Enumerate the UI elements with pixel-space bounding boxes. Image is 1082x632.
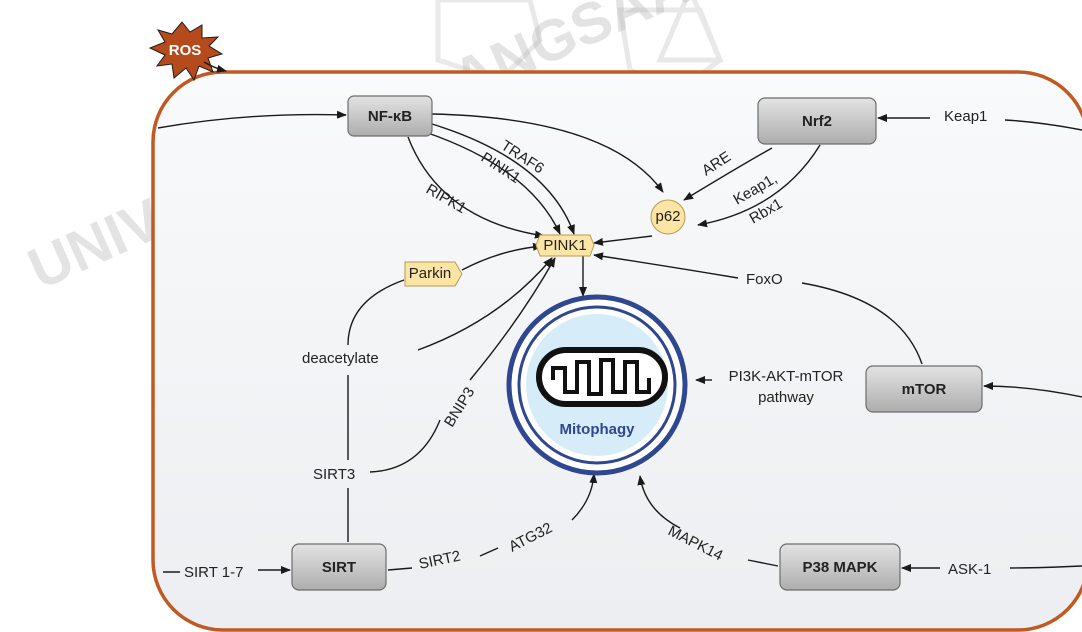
mitophagy-label: Mitophagy: [560, 421, 636, 438]
label-pi3k-line1: PI3K-AKT-mTOR: [729, 368, 844, 385]
node-nfkb: NF-κB: [348, 96, 432, 136]
parkin-label: Parkin: [409, 265, 452, 282]
label-keap1-outer: Keap1: [944, 108, 987, 125]
label-pi3k-line2: pathway: [758, 389, 814, 406]
label-sirt17: SIRT 1-7: [184, 564, 243, 581]
mitochondrion-icon: [539, 350, 665, 404]
mtor-label: mTOR: [902, 381, 947, 398]
ros-label: ROS: [169, 42, 202, 59]
label-ask1: ASK-1: [948, 561, 991, 578]
node-p62: p62: [651, 200, 685, 234]
ros-starburst: ROS: [150, 22, 222, 80]
node-p38-mapk: P38 MAPK: [780, 544, 900, 590]
node-parkin: Parkin: [405, 262, 462, 286]
nrf2-label: Nrf2: [802, 113, 832, 130]
node-mitophagy: Mitophagy: [509, 297, 685, 473]
label-foxo: FoxO: [746, 271, 783, 288]
label-sirt3: SIRT3: [313, 466, 355, 483]
node-pink1: PINK1: [536, 235, 594, 256]
nfkb-label: NF-κB: [368, 108, 412, 125]
pink1-label: PINK1: [543, 237, 586, 254]
p62-label: p62: [655, 208, 680, 225]
sirt-label: SIRT: [322, 559, 356, 576]
node-mtor: mTOR: [866, 366, 982, 412]
node-sirt: SIRT: [292, 544, 386, 590]
p38-label: P38 MAPK: [802, 559, 877, 576]
label-deacetylate: deacetylate: [302, 350, 379, 367]
node-nrf2: Nrf2: [758, 98, 876, 144]
